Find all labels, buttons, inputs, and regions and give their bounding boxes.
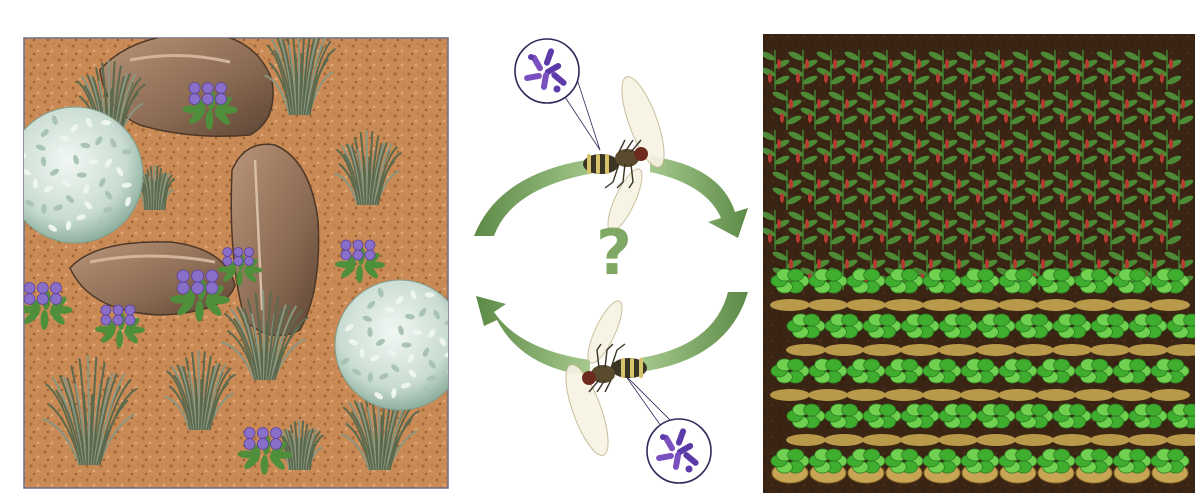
potato-plant: [923, 449, 961, 483]
potato-plant: [1075, 449, 1113, 483]
arrow-bottom-left: [476, 296, 590, 376]
hoverfly-top: [583, 72, 673, 235]
native-habitat-panel: [7, 20, 465, 488]
potato-plant: [1113, 449, 1151, 483]
potato-plant: [999, 449, 1037, 483]
silver-shrub: [7, 107, 143, 243]
arrow-top-left: [474, 158, 600, 236]
hoverfly-bottom: [557, 297, 647, 460]
potato-plant: [847, 449, 885, 483]
potato-plant: [809, 449, 847, 483]
arrow-bottom-right: [640, 292, 748, 372]
crop-field-panel: [759, 34, 1195, 493]
question-mark: ?: [584, 222, 644, 284]
potato-plant: [961, 449, 999, 483]
potato-plant: [771, 449, 809, 483]
potato-plant: [1151, 449, 1189, 483]
silver-shrub: [335, 280, 465, 410]
potato-plant: [885, 449, 923, 483]
potato-crop-rows: [770, 269, 1195, 483]
bottom-microbe-magnifier: [625, 375, 711, 483]
top-microbe-magnifier: [515, 39, 600, 150]
potato-plant: [1037, 449, 1075, 483]
arrow-top-right: [650, 156, 748, 238]
